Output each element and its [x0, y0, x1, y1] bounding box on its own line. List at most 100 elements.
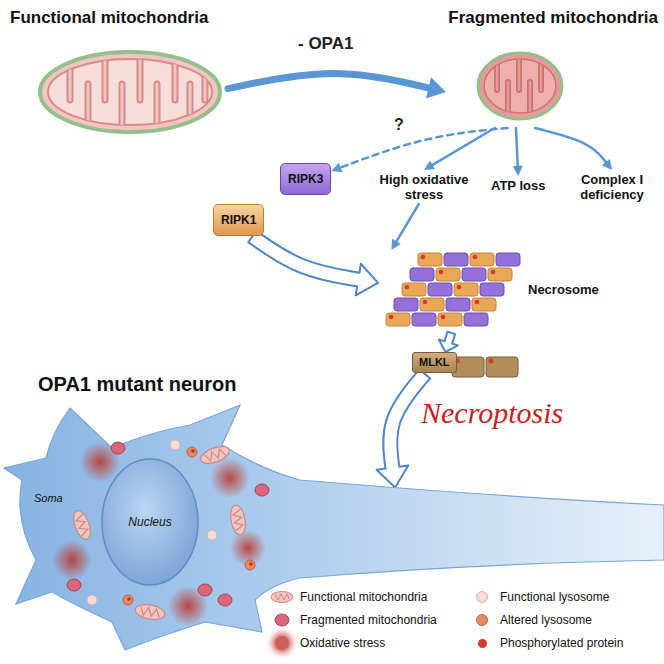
legend-swatch-box	[470, 588, 494, 606]
legend-swatch	[476, 591, 488, 603]
necrosome-complex-part-part	[457, 285, 462, 290]
necrosome-complex-part-part	[454, 283, 478, 296]
connector-arrow	[331, 128, 507, 172]
edge-label: ?	[394, 116, 404, 134]
edge-label: - OPA1	[298, 34, 353, 54]
ripk3-box: RIPK3	[280, 163, 331, 195]
neuron-cell-part-part-part	[204, 448, 226, 462]
arrow-head	[426, 77, 446, 98]
arrow-shaft	[228, 73, 428, 88]
neuron-cell-part-part	[245, 560, 255, 570]
arrow-head	[424, 161, 435, 170]
legend-swatch-box	[270, 611, 294, 629]
figure-heading: Functional mitochondria	[10, 8, 208, 28]
mitochondrion-functional-part	[70, 50, 205, 134]
arrow-head	[513, 166, 523, 176]
mitochondrion-functional-part-part	[70, 50, 205, 134]
neuron-cell-part-part-part	[229, 504, 248, 536]
connector-arrow	[424, 128, 495, 170]
necrosome-complex-part-part	[464, 313, 488, 326]
mitochondrion-fragmented: Fragmented mitochondria	[446, 8, 658, 128]
necrosome-complex-part-part	[439, 270, 444, 275]
arrow-shaft	[341, 128, 508, 167]
protein-label: RIPK1	[221, 213, 256, 227]
outcome-label: High oxidative stress	[374, 172, 474, 202]
arrow-shaft	[433, 128, 495, 165]
complex-label: Necrosome	[528, 282, 599, 297]
edge-label-box: - OPA1	[298, 34, 353, 54]
neuron-cell-part-part-part	[134, 603, 166, 622]
neuron-cell-part-part	[207, 530, 217, 540]
neuron-cell-part-part	[170, 440, 180, 450]
necrosome-complex-part-part	[438, 313, 462, 326]
outcome-text: Complex I deficiency	[566, 170, 658, 204]
mlkl-oligomer-part	[452, 357, 484, 377]
necrosome-complex-part-part	[473, 255, 478, 260]
outcome-label: Complex I deficiency	[568, 172, 656, 202]
neuron-cell-part	[67, 442, 269, 606]
neuron-cell-part-part	[187, 447, 197, 457]
neuron-cell-part-part	[255, 484, 269, 496]
necrosome-complex-part-part	[446, 298, 470, 311]
outcome-text: High oxidative stress	[372, 170, 476, 204]
organelle-label: Nucleus	[128, 515, 171, 529]
legend-icon	[270, 613, 294, 627]
neuron-cell-part-part	[127, 597, 131, 601]
neuron-cell-part-part	[249, 562, 253, 566]
neuron-cell-part-part	[191, 449, 195, 453]
neuron-cell-part-part-part	[199, 443, 232, 466]
figure-heading: Fragmented mitochondria	[448, 8, 658, 28]
legend-item: Functional mitochondria	[270, 588, 427, 606]
connector-arrow	[391, 204, 418, 250]
neuron-cell-part-part-part	[70, 509, 93, 542]
legend-text: Oxidative stress	[300, 636, 385, 650]
legend-text: Phosphorylated protein	[500, 636, 623, 650]
legend-text: Functional lysosome	[500, 590, 609, 604]
necrosome-complex-part-part	[428, 283, 452, 296]
region-label: Soma	[34, 492, 63, 505]
edge-label: Necroptosis	[421, 396, 563, 430]
necrosome-complex-part-part	[472, 298, 496, 311]
necrosome-complex-part-part	[496, 253, 520, 266]
neuron-cell-part-part-part	[232, 509, 243, 530]
legend-item: Functional lysosome	[470, 588, 609, 606]
neuron-cell-part-part	[52, 540, 92, 580]
connector-arrow	[252, 236, 378, 295]
necrosome-complex-part-part	[405, 285, 410, 290]
neuron-cell-part	[87, 440, 217, 605]
mitochondrion-fragmented-part-part	[497, 50, 541, 122]
legend-icon-part	[271, 592, 293, 603]
arrow-shaft	[447, 334, 451, 345]
edge-label-box: ?	[391, 116, 407, 134]
mlkl-box: MLKL	[412, 352, 457, 373]
legend-swatch-box	[470, 611, 494, 629]
necrosome-complex-part-part	[480, 283, 504, 296]
necrosome-complex-part-part	[389, 315, 394, 320]
necrosome-complex-part-part	[420, 298, 444, 311]
neuron-cell-part	[52, 442, 266, 626]
edge-label-box: Necroptosis	[418, 396, 566, 430]
arrow-head	[331, 163, 342, 172]
neuron-cell-part-part	[87, 595, 97, 605]
legend-text: Fragmented mitochondria	[300, 613, 437, 627]
mlkl-oligomer-part	[489, 359, 494, 364]
legend-item: Fragmented mitochondria	[270, 611, 437, 629]
necrosome-complex-part-part	[475, 300, 480, 305]
necrosome-complex-part-part	[441, 315, 446, 320]
legend-icon	[270, 590, 294, 604]
connector-arrow	[513, 128, 523, 176]
legend-text: Altered lysosome	[500, 613, 592, 627]
arrow-head	[391, 239, 400, 250]
protein-label: MLKL	[419, 356, 450, 369]
arrow-shaft	[397, 204, 419, 241]
necrosome-complex-part-part	[421, 255, 426, 260]
legend-item: Oxidative stress	[270, 634, 385, 652]
neuron-cell-part-part-part	[75, 514, 89, 536]
connector-arrow	[535, 128, 612, 170]
neuron-cell-part-part	[111, 442, 125, 454]
legend-icon-part	[275, 594, 289, 600]
legend-swatch	[478, 639, 487, 648]
nucleus-ellipse-part	[102, 459, 198, 585]
necrosome-complex: Necrosome	[378, 250, 601, 332]
arrow-shaft	[535, 128, 606, 162]
